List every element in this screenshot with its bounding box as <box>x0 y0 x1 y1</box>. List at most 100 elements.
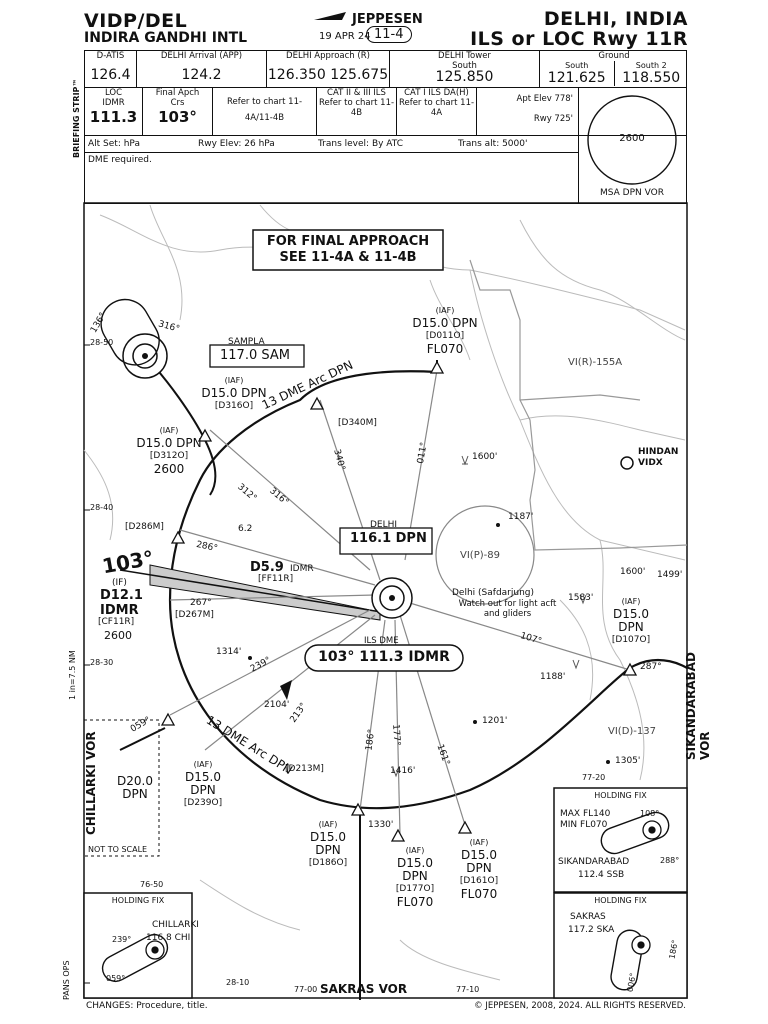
holding-sakras-title: HOLDING FIX <box>594 896 647 905</box>
cat2-cell: CAT II & III ILS Refer to chart 11-4B <box>317 88 397 135</box>
msa-circle-icon <box>587 95 677 185</box>
holding-sikandarabad-title: HOLDING FIX <box>594 791 647 800</box>
wp-d213m: [D213M] <box>285 764 324 774</box>
lon-7700: 77-00 <box>294 985 318 994</box>
holding-sakras-name: SAKRAS <box>570 912 606 922</box>
comm-approach: DELHI Approach (R) 126.350 125.675 <box>267 51 390 87</box>
d59-fix: D5.9 <box>250 560 284 575</box>
pans-ops-label: PANS OPS <box>62 960 71 1000</box>
radial-177: 177° <box>390 723 402 747</box>
wp-d267m: [D267M] <box>175 610 214 620</box>
safdarjung-note: Watch out for light acft and gliders <box>458 599 557 619</box>
if-waypoint: [CF11R] <box>98 617 135 627</box>
holding-chillarki-radial-2: 059° <box>106 974 126 983</box>
if-ident: IDMR <box>100 603 139 618</box>
safdarjung-name: Delhi (Safdarjung) <box>452 588 535 598</box>
elevation-2: 1187' <box>508 512 534 522</box>
ils-frequency-box: 103° 111.3 IDMR <box>318 649 450 665</box>
copyright: © JEPPESEN, 2008, 2024. ALL RIGHTS RESER… <box>474 1001 686 1011</box>
comm-tower: DELHI Tower South 125.850 <box>390 51 540 87</box>
comm-atis: D-ATIS 126.4 <box>85 51 137 87</box>
airport-name: INDIRA GANDHI INTL <box>84 30 248 46</box>
chart-number: 11-4 <box>366 26 412 43</box>
spot-elevation-dots <box>248 523 610 764</box>
lat-2810: 28-10 <box>226 978 250 987</box>
elevation-10: 2104' <box>264 700 290 710</box>
border-lines <box>469 259 688 551</box>
svg-text:JEPPESEN: JEPPESEN <box>351 12 423 27</box>
comms-row: D-ATIS 126.4 DELHI Arrival (APP) 124.2 D… <box>84 50 687 88</box>
if-tag: (IF) <box>112 578 127 588</box>
obstacle-markers <box>392 455 587 778</box>
holding-sakras-freq: 117.2 SKA <box>568 925 615 935</box>
iaf-d011: (IAF) D15.0 DPN [D011O] FL070 <box>412 306 478 356</box>
holding-sikandarabad-max: MAX FL140 <box>560 809 611 819</box>
d20-fix: D20.0 DPN <box>117 774 153 801</box>
sampla-freq: 117.0 SAM <box>220 348 290 363</box>
msa-value: 2600 <box>619 133 645 144</box>
airport-identifier: VIDP/DEL <box>84 10 188 32</box>
elevation-cell: Apt Elev 778' Rwy 725' <box>516 94 574 124</box>
restricted-area-155a: VI(R)-155A <box>568 357 623 368</box>
elevation-8: 1305' <box>615 756 641 766</box>
hindan-airport: HINDAN VIDX <box>638 447 679 468</box>
changes-note: CHANGES: Procedure, title. <box>86 1001 208 1011</box>
chillarki-vor-label: CHILLARKI VOR <box>84 731 98 835</box>
trans-alt: Trans alt: 5000' <box>458 139 528 149</box>
loc-cell: LOC IDMR 111.3 <box>85 88 143 135</box>
restricted-area-89: VI(P)-89 <box>460 550 500 561</box>
chart-date: 19 APR 24 <box>319 31 371 42</box>
d59-waypoint: [FF11R] <box>258 574 294 584</box>
holding-chillarki-radial-1: 239° <box>112 935 132 944</box>
radial-287: 287° <box>640 662 662 672</box>
lon-7650: 76-50 <box>140 880 164 889</box>
radials <box>169 369 631 836</box>
sakras-vor-label: SAKRAS VOR <box>320 982 408 996</box>
comm-arrival: DELHI Arrival (APP) 124.2 <box>137 51 267 87</box>
iaf-d161: (IAF) D15.0 DPN [D161O] FL070 <box>459 838 499 901</box>
elevation-3: 1600' <box>620 567 646 577</box>
msa-label: MSA DPN VOR <box>600 188 664 198</box>
elevation-1: 1600' <box>472 452 498 462</box>
iaf-d177: (IAF) D15.0 DPN [D177O] FL070 <box>395 846 435 909</box>
rwy-elev-hpa: Rwy Elev: 26 hPa <box>198 139 275 149</box>
iaf-d239: (IAF) D15.0 DPN [D239O] <box>183 760 223 808</box>
city-name: DELHI, INDIA <box>543 8 688 30</box>
ref-chart-cell: Refer to chart 11-4A/11-4B <box>213 88 317 135</box>
lat-2850: 28-50 <box>90 338 114 347</box>
lat-2830: 28-30 <box>90 658 114 667</box>
altimeter-row: Alt Set: hPa Rwy Elev: 26 hPa Trans leve… <box>84 136 578 153</box>
scale-label: 1 in=7.5 NM <box>68 650 77 700</box>
holding-sikandarabad-min: MIN FL070 <box>560 820 608 830</box>
elevation-4: 1499' <box>657 570 683 580</box>
comm-ground: Ground South 121.625 South 2 118.550 <box>540 51 688 87</box>
alt-set: Alt Set: hPa <box>88 139 140 149</box>
wp-d286m: [D286M] <box>125 522 164 532</box>
iaf-d186: (IAF) D15.0 DPN [D186O] <box>308 820 348 868</box>
note-dme-required: DME required. <box>88 155 152 165</box>
iaf-d312: (IAF) D15.0 DPN [D312O] 2600 <box>136 426 202 476</box>
elevation-9: 1314' <box>216 647 242 657</box>
iaf-d316: (IAF) D15.0 DPN [D316O] <box>201 376 267 411</box>
ils-dme-label: ILS DME <box>364 636 399 646</box>
if-altitude: 2600 <box>104 629 132 642</box>
elevation-11: 1416' <box>390 766 416 776</box>
jeppesen-logo: JEPPESEN <box>312 8 452 32</box>
d59-ident: IDMR <box>290 564 314 574</box>
final-approach-note: FOR FINAL APPROACH SEE 11-4A & 11-4B <box>266 234 430 265</box>
lon-7720: 77-20 <box>582 773 606 782</box>
sampla-name: SAMPLA <box>228 337 265 347</box>
elevation-5: 1583' <box>568 593 594 603</box>
holding-sikandarabad-radial-2: 288° <box>660 856 680 865</box>
holding-chillarki-title: HOLDING FIX <box>111 896 165 905</box>
msa-box: 2600 MSA DPN VOR <box>578 88 687 203</box>
delhi-vor-freq: 116.1 DPN <box>350 531 427 546</box>
holding-chillarki-name: CHILLARKI <box>152 920 199 930</box>
final-course-cell: Final Apch Crs 103° <box>143 88 213 135</box>
iaf-fix-markers <box>160 360 638 842</box>
notes-area: DME required. <box>84 153 578 203</box>
elevation-7: 1201' <box>482 716 508 726</box>
jeppesen-logo-icon: JEPPESEN <box>314 12 423 27</box>
lat-2840: 28-40 <box>90 503 114 512</box>
